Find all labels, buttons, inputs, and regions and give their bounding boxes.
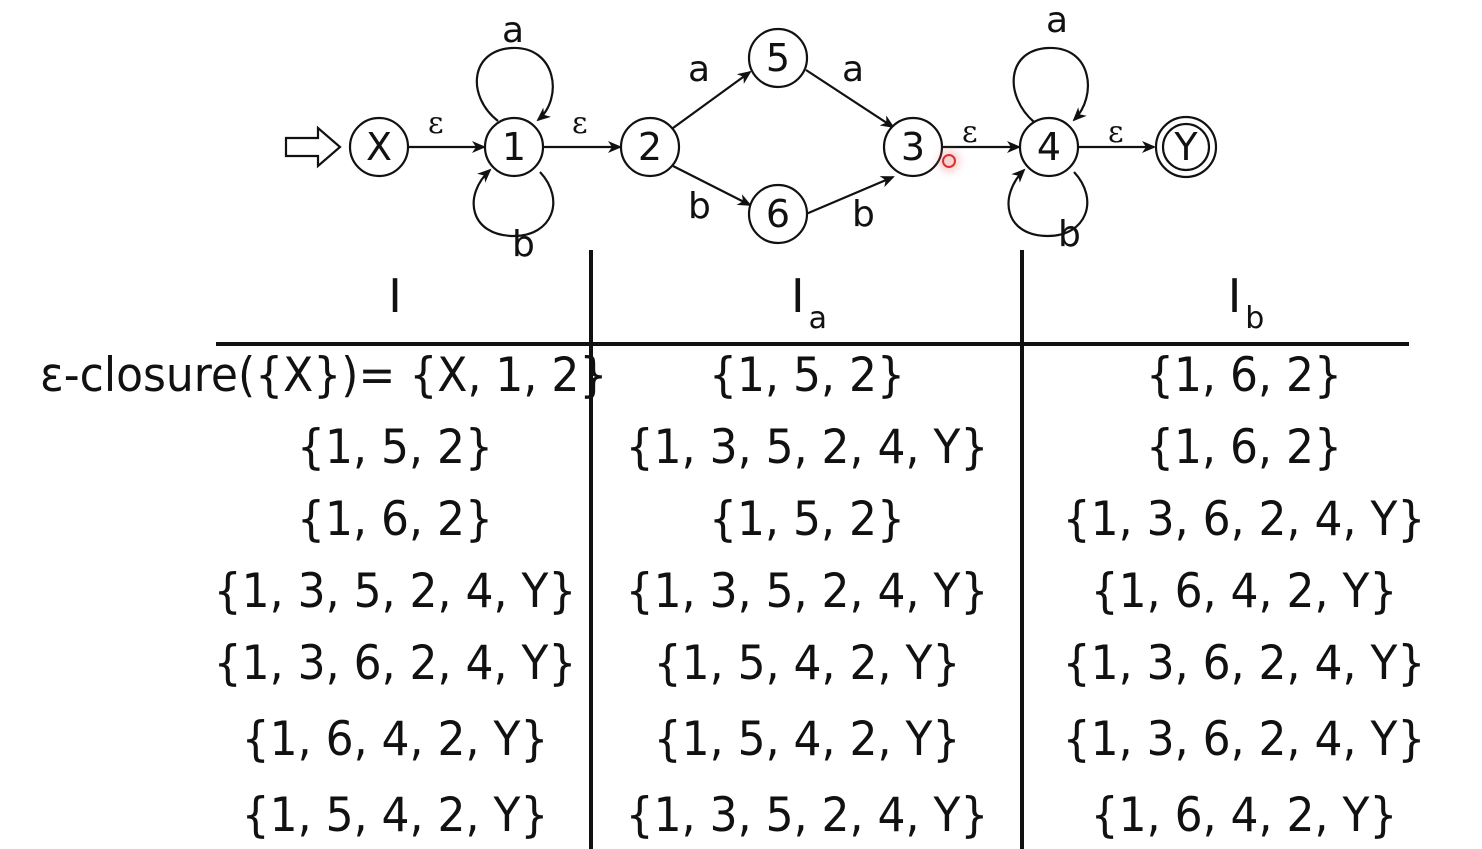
svg-text:6: 6: [766, 192, 790, 236]
table-cell-I: {1, 3, 5, 2, 4, Y}: [213, 563, 577, 619]
table-cell-Ib: {1, 6, 2}: [1146, 347, 1342, 403]
table-cell-I: {1, 5, 4, 2, Y}: [241, 787, 549, 843]
state-3: 3: [882, 116, 944, 178]
state-Y-accepting: Y: [1154, 115, 1218, 179]
edge-label-6-3: b: [852, 194, 875, 235]
table-header-rule: [216, 342, 1409, 346]
table-cell-Ib: {1, 3, 6, 2, 4, Y}: [1062, 711, 1426, 767]
table-cell-I: {1, 6, 2}: [297, 491, 493, 547]
edge-label-1-1-b: b: [512, 224, 535, 260]
edge-5-3: [805, 69, 895, 129]
table-cell-Ib: {1, 6, 4, 2, Y}: [1090, 787, 1398, 843]
svg-text:4: 4: [1037, 125, 1061, 169]
edge-4-4-b: [1007, 168, 1089, 238]
svg-text:X: X: [366, 125, 392, 169]
edge-1-1-a: [475, 46, 554, 122]
edges: [408, 46, 1156, 238]
edge-labels: ε a b ε a b a b ε a b ε: [428, 0, 1124, 260]
svg-text:5: 5: [766, 36, 790, 80]
svg-text:2: 2: [638, 125, 662, 169]
table-cell-Ia: {1, 5, 4, 2, Y}: [653, 711, 961, 767]
edge-2-5: [672, 70, 752, 129]
edge-6-3: [805, 175, 895, 216]
table-cell-Ia: {1, 5, 2}: [709, 347, 905, 403]
edge-label-1-1-a: a: [502, 10, 524, 51]
edge-label-3-4: ε: [962, 115, 978, 150]
table-divider-left: [589, 250, 593, 849]
edge-4-4-a: [1012, 46, 1089, 123]
table-cell-Ib: {1, 3, 6, 2, 4, Y}: [1062, 491, 1426, 547]
table-cell-I: {1, 3, 6, 2, 4, Y}: [213, 635, 577, 691]
edge-label-4-Y: ε: [1108, 115, 1124, 150]
state-1: 1: [483, 116, 545, 178]
table-cell-Ib: {1, 6, 4, 2, Y}: [1090, 563, 1398, 619]
state-X: X: [348, 116, 410, 178]
state-5: 5: [747, 27, 809, 89]
edge-label-1-2: ε: [572, 106, 588, 141]
edge-label-5-3: a: [842, 49, 864, 90]
edge-label-4-4-b: b: [1058, 214, 1081, 255]
edge-label-2-6: b: [688, 186, 711, 227]
table-cell-Ia: {1, 3, 5, 2, 4, Y}: [625, 787, 989, 843]
state-6: 6: [747, 183, 809, 245]
table-cell-Ia: {1, 3, 5, 2, 4, Y}: [625, 419, 989, 475]
pointer-cursor-icon: [942, 154, 956, 168]
table-divider-right: [1020, 250, 1024, 849]
nodes: X 1 2 5 6 3 4 Y: [348, 27, 1218, 245]
svg-text:1: 1: [502, 125, 526, 169]
edge-label-2-5: a: [688, 49, 710, 90]
table-cell-Ia: {1, 3, 5, 2, 4, Y}: [625, 563, 989, 619]
edge-1-1-b: [472, 168, 555, 238]
state-2: 2: [619, 116, 681, 178]
edge-label-4-4-a: a: [1046, 0, 1068, 41]
table-cell-I: {1, 5, 2}: [297, 419, 493, 475]
start-arrow-icon: [284, 125, 342, 169]
state-4: 4: [1018, 116, 1080, 178]
table-cell-Ia: {1, 5, 2}: [709, 491, 905, 547]
table-cell-Ib: {1, 6, 2}: [1146, 419, 1342, 475]
table-cell-I: {1, 6, 4, 2, Y}: [241, 711, 549, 767]
table-cell-Ib: {1, 3, 6, 2, 4, Y}: [1062, 635, 1426, 691]
table-cell-I: ε-closure({X})= {X, 1, 2}: [40, 347, 608, 403]
table-cell-Ia: {1, 5, 4, 2, Y}: [653, 635, 961, 691]
nfa-diagram: ε a b ε a b a b ε a b ε X 1 2 5 6: [284, 0, 1218, 260]
edge-label-X-1: ε: [428, 106, 444, 141]
edge-2-6: [672, 165, 752, 206]
svg-text:Y: Y: [1173, 125, 1198, 169]
header-I: I: [388, 269, 402, 323]
svg-text:3: 3: [901, 125, 925, 169]
